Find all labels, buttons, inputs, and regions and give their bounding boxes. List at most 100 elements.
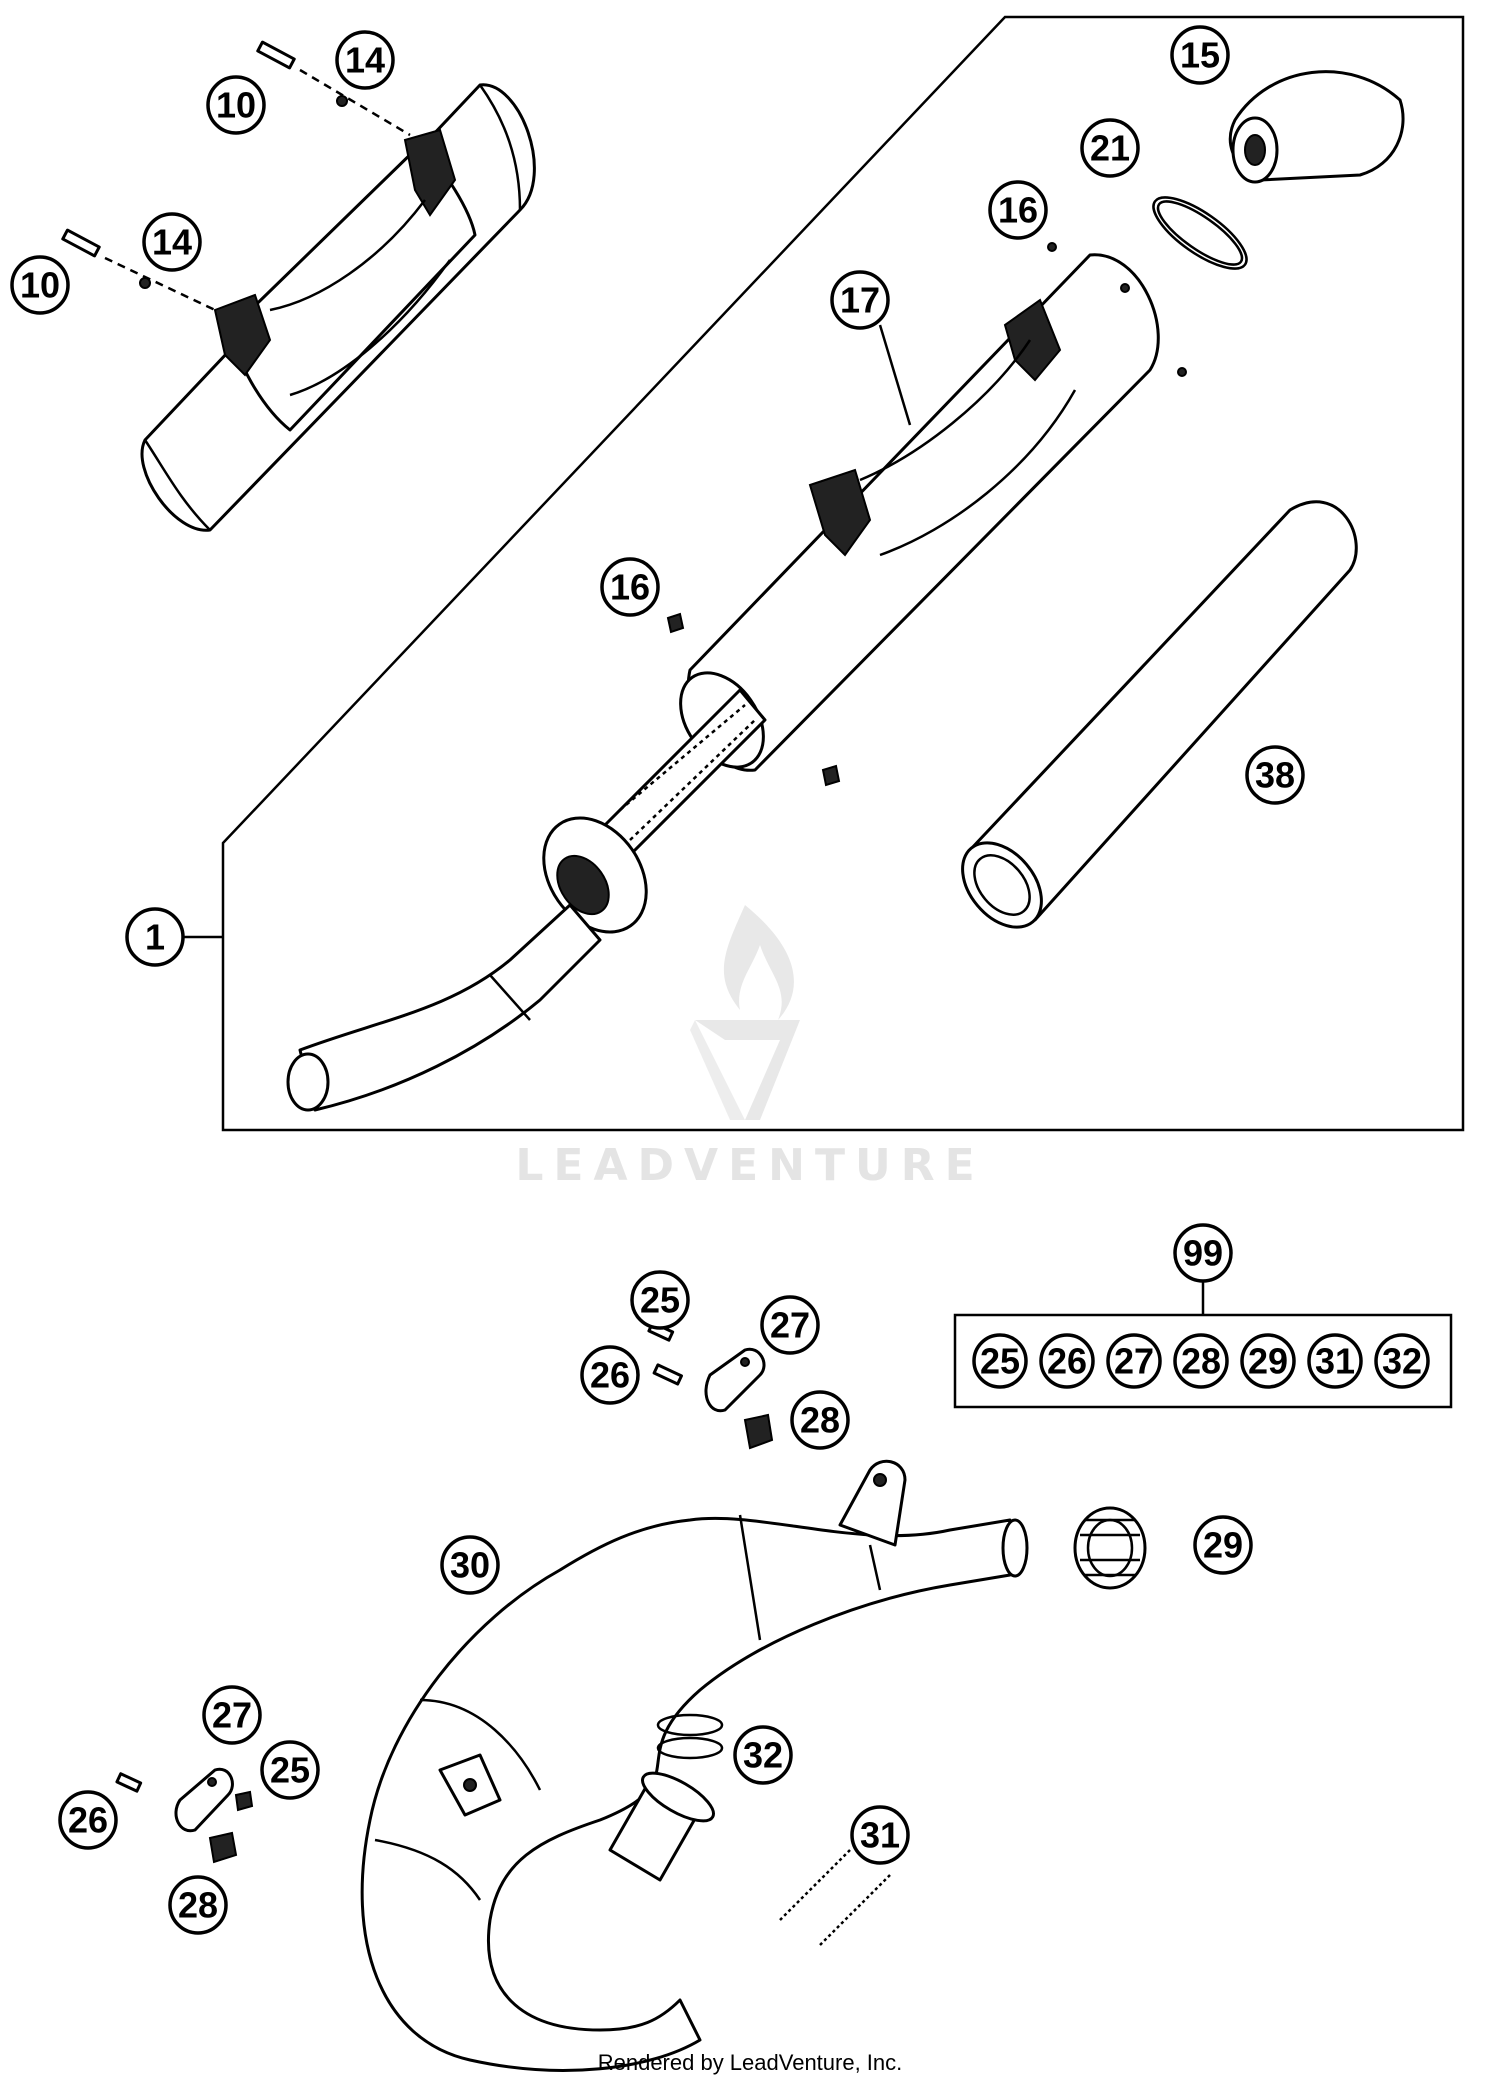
callout-c10b: 10 (10, 255, 70, 315)
callout-c26a: 26 (580, 1345, 640, 1405)
kit-item-callout: 31 (1307, 1333, 1363, 1389)
callout-circle (630, 1270, 690, 1330)
callout-number: 27 (770, 1305, 810, 1346)
callout-circle (335, 30, 395, 90)
assembly-frame (221, 15, 1465, 1132)
seal-part-29 (1073, 1506, 1147, 1590)
callout-circle (142, 212, 202, 272)
silencer-mount-detail (61, 40, 536, 532)
callout-c1: 1 (125, 907, 185, 967)
callout-number: 10 (216, 85, 256, 126)
callout-circle (10, 255, 70, 315)
callout-circle (1245, 745, 1305, 805)
callout-c29: 29 (1193, 1515, 1253, 1575)
callout-number: 10 (20, 265, 60, 306)
kit-item-number: 26 (1047, 1341, 1087, 1382)
kit-item-number: 27 (1114, 1341, 1154, 1382)
callout-number: 38 (1255, 755, 1295, 796)
kit-callout-group: 25 26 27 28 29 31 32 (972, 1333, 1430, 1389)
callout-number: 27 (212, 1695, 252, 1736)
kit-item-number: 25 (980, 1341, 1020, 1382)
callout-number: 15 (1180, 35, 1220, 76)
callout-number: 99 (1183, 1233, 1223, 1274)
kit-item-circle (1374, 1333, 1430, 1389)
o-rings-part-32 (656, 1713, 724, 1760)
expansion-chamber (360, 1459, 1029, 2072)
kit-item-callout: 32 (1374, 1333, 1430, 1389)
callout-circle (168, 1875, 228, 1935)
kit-item-callout: 28 (1173, 1333, 1229, 1389)
callout-c21: 21 (1080, 118, 1140, 178)
kit-item-number: 29 (1248, 1341, 1288, 1382)
callout-group: 1 10 10 14 14 15 16 16 17 21 38 99 25 26 27 28 29 30 31 32 2… (10, 25, 1305, 1935)
callout-c28a: 28 (790, 1390, 850, 1450)
callout-circle (58, 1790, 118, 1850)
render-credit: Rendered by LeadVenture, Inc. (598, 2050, 903, 2075)
callout-circle (1193, 1515, 1253, 1575)
callout-number: 26 (590, 1355, 630, 1396)
kit-item-callout: 29 (1240, 1333, 1296, 1389)
callout-c27a: 27 (760, 1295, 820, 1355)
callout-circle (988, 180, 1048, 240)
callout-c16a: 16 (988, 180, 1048, 240)
callout-c15: 15 (1170, 25, 1230, 85)
callout-circle (1170, 25, 1230, 85)
callout-c32: 32 (733, 1725, 793, 1785)
kit-item-number: 28 (1181, 1341, 1221, 1382)
callout-circle (440, 1535, 500, 1595)
lower-mount-hardware (115, 1767, 254, 1864)
kit-item-circle (1106, 1333, 1162, 1389)
kit-item-circle (972, 1333, 1028, 1389)
kit-item-callout: 26 (1039, 1333, 1095, 1389)
callout-circle (760, 1295, 820, 1355)
callout-circle (850, 1805, 910, 1865)
kit-item-circle (1039, 1333, 1095, 1389)
callout-c31: 31 (850, 1805, 910, 1865)
kit-item-callout: 27 (1106, 1333, 1162, 1389)
callout-number: 14 (345, 40, 385, 81)
leadventure-watermark: LEADVENTURE (515, 905, 984, 1191)
kit-item-circle (1307, 1333, 1363, 1389)
callout-c14a: 14 (335, 30, 395, 90)
kit-item-number: 32 (1382, 1341, 1422, 1382)
callout-number: 32 (743, 1735, 783, 1776)
callout-number: 16 (998, 190, 1038, 231)
callout-c10a: 10 (206, 75, 266, 135)
kit-item-callout: 25 (972, 1333, 1028, 1389)
kit-item-circle (1240, 1333, 1296, 1389)
callout-circle (206, 75, 266, 135)
callout-circle (1173, 1223, 1233, 1283)
callout-c26b: 26 (58, 1790, 118, 1850)
callout-number: 30 (450, 1545, 490, 1586)
callout-number: 21 (1090, 128, 1130, 169)
callout-c17: 17 (830, 270, 890, 330)
watermark-text: LEADVENTURE (515, 1140, 984, 1191)
callout-circle (1080, 118, 1140, 178)
callout-number: 16 (610, 567, 650, 608)
callout-c14b: 14 (142, 212, 202, 272)
callout-number: 29 (1203, 1525, 1243, 1566)
callout-circle (260, 1740, 320, 1800)
callout-c25b: 25 (260, 1740, 320, 1800)
callout-c38: 38 (1245, 745, 1305, 805)
springs-part-31 (779, 1849, 891, 1946)
callout-number: 14 (152, 222, 192, 263)
upper-mount-hardware (647, 1321, 774, 1450)
kit-box (953, 1278, 1453, 1409)
callout-circle (580, 1345, 640, 1405)
callout-c28b: 28 (168, 1875, 228, 1935)
callout-number: 31 (860, 1815, 900, 1856)
callout-circle (733, 1725, 793, 1785)
callout-circle (790, 1390, 850, 1450)
callout-number: 25 (270, 1750, 310, 1791)
callout-number: 28 (800, 1400, 840, 1441)
callout-c27b: 27 (202, 1685, 262, 1745)
callout-circle (125, 907, 185, 967)
callout-c16b: 16 (600, 557, 660, 617)
callout-circle (600, 557, 660, 617)
callout-number: 1 (145, 917, 165, 958)
callout-c30: 30 (440, 1535, 500, 1595)
kit-item-number: 31 (1315, 1341, 1355, 1382)
callout-number: 17 (840, 280, 880, 321)
